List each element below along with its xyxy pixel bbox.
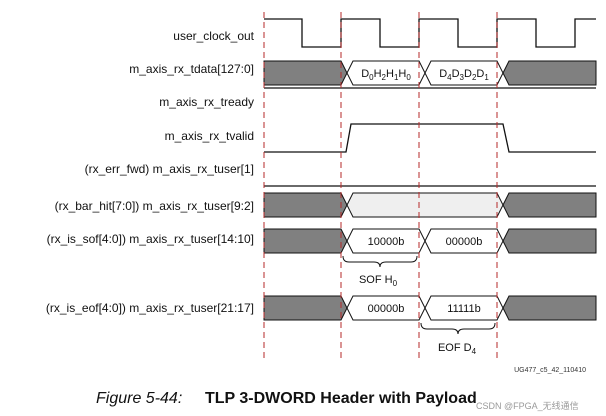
bus-segment-idle: [263, 60, 348, 86]
eof-annotation: EOF D4​: [438, 342, 477, 356]
sof-brace: [342, 255, 418, 268]
signal-label-errfwd: (rx_err_fwd) m_axis_rx_tuser[1]: [85, 162, 254, 176]
signal-label-clk: user_clock_out: [173, 29, 254, 43]
bus-segment-valid: [346, 192, 504, 218]
eof-brace: [420, 322, 496, 335]
figure-caption: Figure 5-44: TLP 3-DWORD Header with Pay…: [0, 390, 606, 414]
caption-number: Figure 5-44:: [96, 390, 183, 407]
signal-label-barhit: (rx_bar_hit[7:0]) m_axis_rx_tuser[9:2]: [55, 199, 254, 213]
waveform-eof: [263, 295, 597, 321]
waveform-clock: [264, 18, 596, 48]
signal-label-eof: (rx_is_eof[4:0]) m_axis_rx_tuser[21:17]: [46, 301, 254, 315]
bus-segment-idle: [502, 192, 597, 218]
bus-segment-idle: [502, 295, 597, 321]
bus-segment-idle: [263, 228, 348, 254]
sof-value-2: 00000b: [446, 236, 483, 248]
timing-diagram: user_clock_out m_axis_rx_tdata[127:0] m_…: [46, 12, 597, 374]
waveform-tvalid: [264, 123, 596, 153]
sof-annotation: SOF H0​: [359, 274, 398, 288]
caption-title: TLP 3-DWORD Header with Payload: [205, 390, 477, 407]
bus-segment-idle: [263, 295, 348, 321]
waveform-sof: [263, 228, 597, 254]
tdata-value-1: D0​H2​H1​H0​: [361, 68, 411, 82]
clock-edge-guides: [263, 12, 498, 358]
bus-segment-idle: [502, 60, 597, 86]
bus-segment-idle: [263, 192, 348, 218]
bus-segment-idle: [502, 228, 597, 254]
eof-value-2: 11111b: [447, 303, 480, 315]
tdata-value-2: D4​D3​D2​D1​: [439, 68, 489, 82]
waveform-barhit: [263, 192, 597, 218]
figure-id: UG477_c5_42_110410: [514, 367, 586, 374]
eof-value-1: 00000b: [368, 303, 405, 315]
signal-label-tvalid: m_axis_rx_tvalid: [165, 129, 254, 143]
signal-label-tready: m_axis_rx_tready: [159, 95, 254, 109]
signal-label-tdata: m_axis_rx_tdata[127:0]: [129, 62, 254, 76]
waveform-tdata: [263, 60, 597, 86]
sof-value-1: 10000b: [368, 236, 405, 248]
signal-label-sof: (rx_is_sof[4:0]) m_axis_rx_tuser[14:10]: [47, 232, 254, 246]
watermark: CSDN @FPGA_无线通信: [476, 401, 579, 411]
